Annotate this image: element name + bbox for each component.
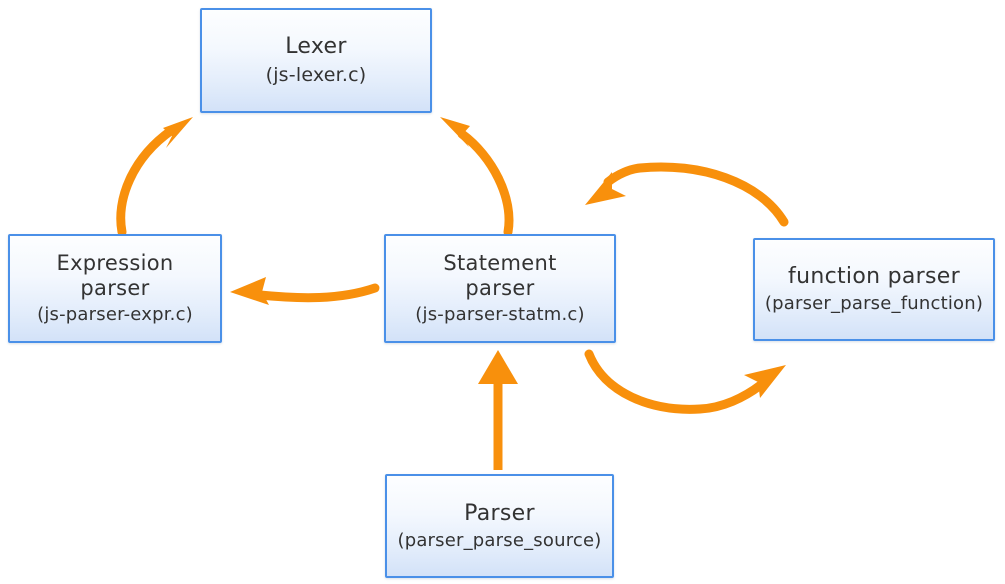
node-statement-parser-title-line2: parser: [465, 276, 535, 301]
node-statement-parser[interactable]: Statement parser (js-parser-statm.c): [384, 234, 616, 343]
node-function-parser-subtitle: (parser_parse_function): [764, 293, 984, 315]
node-statement-parser-subtitle: (js-parser-statm.c): [415, 304, 585, 326]
node-function-parser[interactable]: function parser (parser_parse_function): [753, 238, 995, 341]
node-lexer-title: Lexer: [285, 34, 347, 60]
node-parser-subtitle: (parser_parse_source): [397, 529, 602, 551]
edge-function-to-statement: [585, 162, 789, 227]
node-expression-parser[interactable]: Expression parser (js-parser-expr.c): [8, 234, 222, 343]
node-parser[interactable]: Parser (parser_parse_source): [385, 474, 614, 578]
node-parser-title: Parser: [464, 500, 535, 526]
edge-statement-to-expression: [230, 277, 380, 305]
edge-expression-to-lexer: [116, 117, 193, 237]
node-statement-parser-title: Statement: [443, 251, 557, 276]
node-expression-parser-title: Expression: [56, 251, 174, 276]
node-expression-parser-subtitle: (js-parser-expr.c): [37, 304, 193, 326]
edge-statement-to-function: [584, 349, 786, 414]
node-function-parser-title: function parser: [788, 264, 960, 289]
edge-statement-to-lexer: [440, 117, 514, 237]
node-expression-parser-title-line2: parser: [80, 276, 150, 301]
node-lexer-subtitle: (js-lexer.c): [265, 63, 367, 86]
edge-parser-to-statement: [478, 350, 518, 470]
node-lexer[interactable]: Lexer (js-lexer.c): [200, 8, 432, 113]
